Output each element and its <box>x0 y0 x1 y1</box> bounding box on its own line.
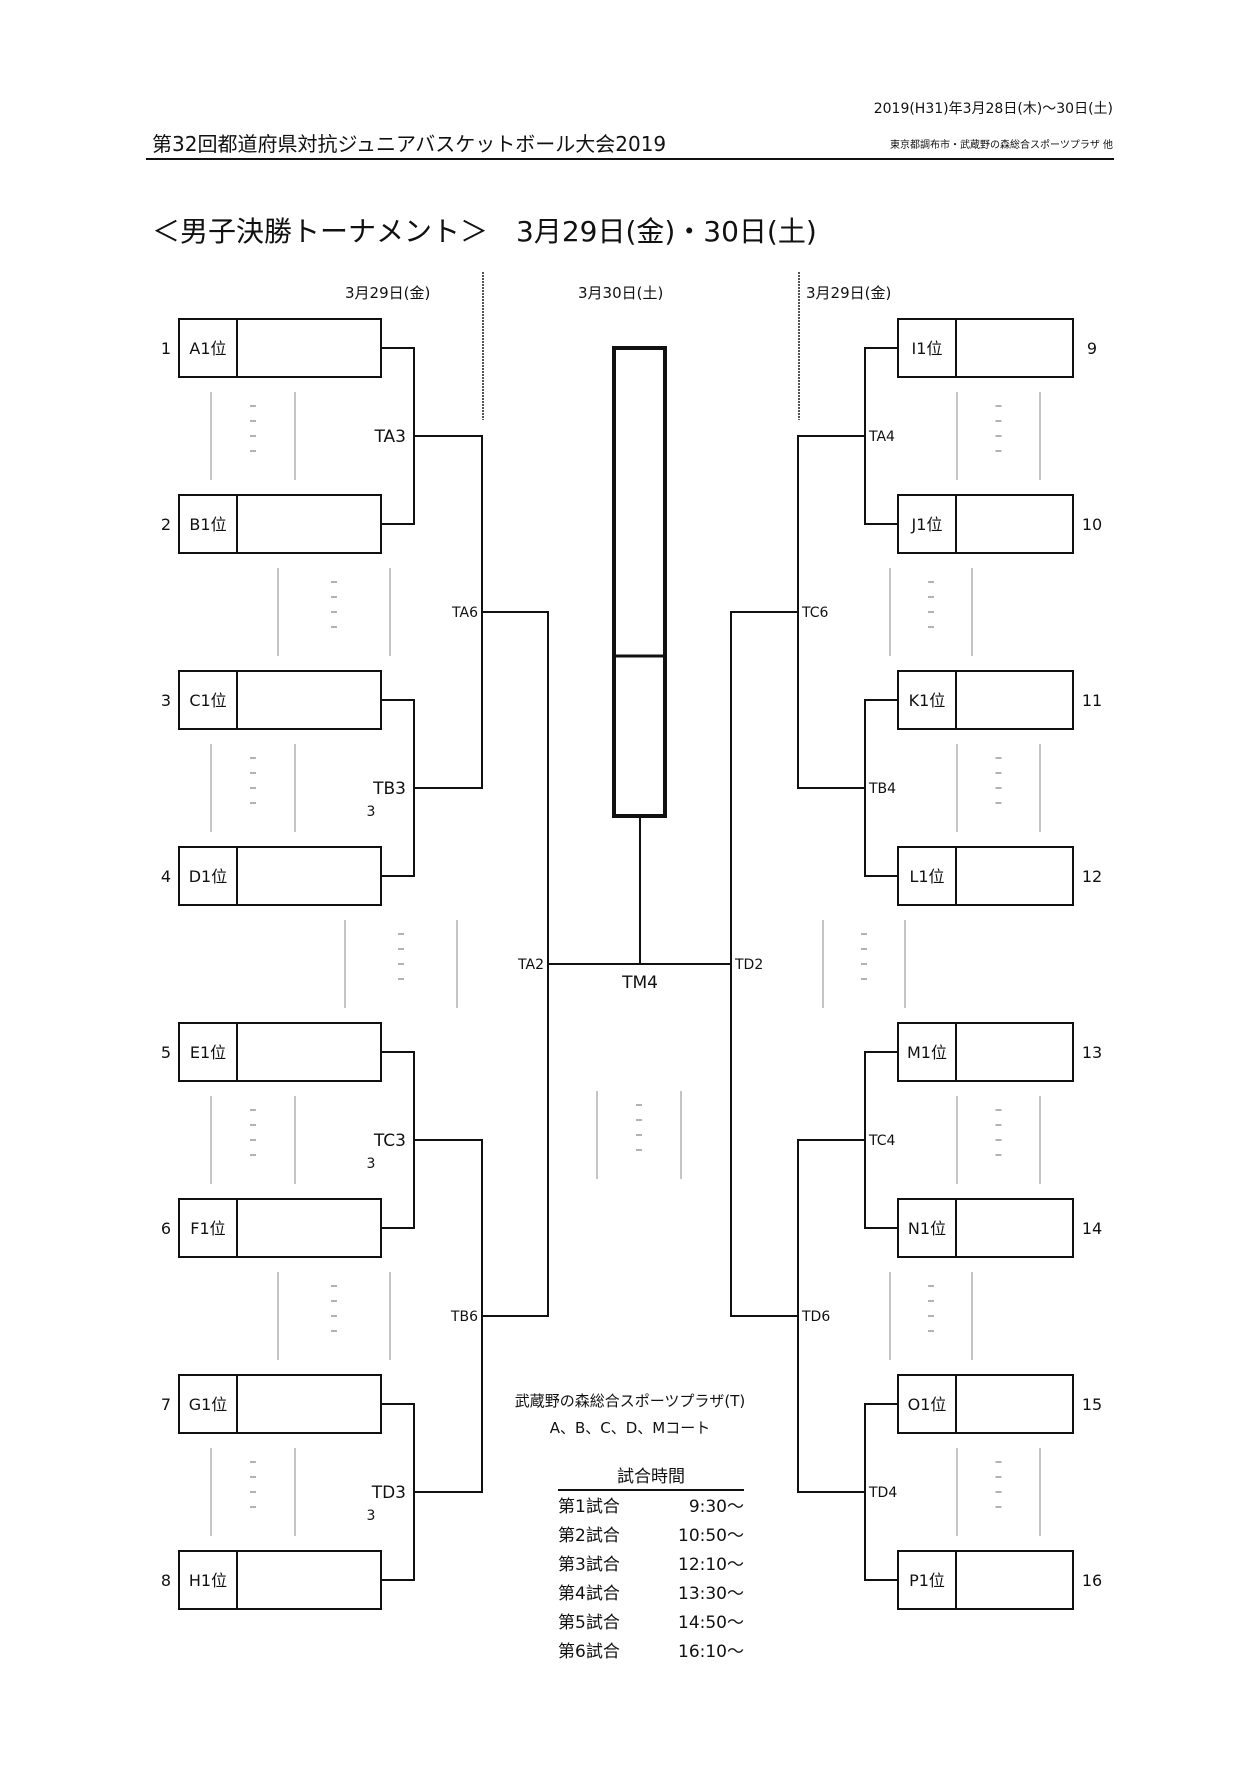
team-box <box>178 1374 382 1434</box>
match-label: TC6 <box>801 605 829 621</box>
team-box <box>178 1198 382 1258</box>
team-box <box>178 1022 382 1082</box>
schedule-row: 第6試合 16:10〜 <box>558 1638 744 1667</box>
schedule-row: 第4試合 13:30〜 <box>558 1580 744 1609</box>
final-match-label: TM4 <box>621 973 658 993</box>
schedule-title: 試合時間 <box>558 1462 744 1491</box>
courts-line: A、B、C、D、Mコート <box>549 1419 711 1437</box>
team-label: N1位 <box>908 1219 946 1238</box>
team-box <box>897 494 1074 554</box>
seed-number: 3 <box>161 691 171 710</box>
schedule-row: 第1試合 9:30〜 <box>558 1493 744 1522</box>
team-label: F1位 <box>190 1219 225 1238</box>
schedule-game: 第5試合 <box>558 1613 620 1633</box>
match-label: TA2 <box>517 957 544 973</box>
team-box <box>897 670 1074 730</box>
champion-box <box>612 346 667 818</box>
match-label: TC4 <box>868 1133 896 1149</box>
seed-number: 11 <box>1082 691 1102 710</box>
team-box <box>897 1550 1074 1610</box>
seed-number: 5 <box>161 1043 171 1062</box>
venue-info: 武蔵野の森総合スポーツプラザ(T) A、B、C、D、Mコート <box>480 1390 780 1438</box>
team-label: G1位 <box>189 1395 228 1414</box>
schedule-row: 第2試合 10:50〜 <box>558 1522 744 1551</box>
schedule-time: 10:50〜 <box>678 1526 744 1546</box>
match-label: TA4 <box>868 429 895 445</box>
team-label: H1位 <box>189 1571 227 1590</box>
seed-number: 14 <box>1082 1219 1102 1238</box>
match-label: TB6 <box>450 1309 478 1325</box>
schedule-time: 16:10〜 <box>678 1642 744 1662</box>
seed-number: 15 <box>1082 1395 1102 1414</box>
team-label: P1位 <box>909 1571 945 1590</box>
seed-number: 9 <box>1087 339 1097 358</box>
event-title: 第32回都道府県対抗ジュニアバスケットボール大会2019 <box>152 132 667 156</box>
team-label: E1位 <box>190 1043 226 1062</box>
match-label: TD6 <box>801 1309 830 1325</box>
team-label: B1位 <box>189 515 226 534</box>
team-box <box>897 846 1074 906</box>
schedule-game: 第3試合 <box>558 1555 620 1575</box>
seed-number: 2 <box>161 515 171 534</box>
match-label: TD4 <box>868 1485 897 1501</box>
match-sublabel: 3 <box>367 804 376 820</box>
schedule-time: 12:10〜 <box>678 1555 744 1575</box>
match-sublabel: 3 <box>367 1156 376 1172</box>
team-box <box>897 1022 1074 1082</box>
match-label: TD2 <box>734 957 763 973</box>
team-label: M1位 <box>907 1043 947 1062</box>
seed-number: 16 <box>1082 1571 1102 1590</box>
seed-number: 7 <box>161 1395 171 1414</box>
schedule-time: 14:50〜 <box>678 1613 744 1633</box>
schedule-game: 第4試合 <box>558 1584 620 1604</box>
seed-number: 4 <box>161 867 171 886</box>
event-date-range: 2019(H31)年3月28日(木)〜30日(土) <box>873 101 1113 117</box>
team-box <box>178 494 382 554</box>
team-label: J1位 <box>911 515 943 534</box>
event-venue: 東京都調布市・武蔵野の森総合スポーツプラザ 他 <box>890 140 1113 151</box>
match-label: TD3 <box>371 1483 406 1503</box>
schedule-time: 13:30〜 <box>678 1584 744 1604</box>
left-column-date: 3月29日(金) <box>345 284 431 302</box>
seed-number: 1 <box>161 339 171 358</box>
schedule-game: 第1試合 <box>558 1497 620 1517</box>
schedule-time: 9:30〜 <box>688 1497 744 1517</box>
match-label: TB4 <box>868 781 896 797</box>
seed-number: 13 <box>1082 1043 1102 1062</box>
team-label: A1位 <box>189 339 226 358</box>
seed-number: 6 <box>161 1219 171 1238</box>
schedule-row: 第3試合 12:10〜 <box>558 1551 744 1580</box>
seed-number: 10 <box>1082 515 1102 534</box>
team-box <box>897 318 1074 378</box>
team-box <box>897 1374 1074 1434</box>
match-label: TC3 <box>373 1131 406 1151</box>
header-divider <box>146 158 1114 160</box>
seed-number: 12 <box>1082 867 1102 886</box>
match-sublabel: 3 <box>367 1508 376 1524</box>
page-title: ＜男子決勝トーナメント＞ 3月29日(金)・30日(土) <box>152 215 817 248</box>
team-label: O1位 <box>908 1395 947 1414</box>
venue-line: 武蔵野の森総合スポーツプラザ(T) <box>514 1392 746 1410</box>
center-column-date: 3月30日(土) <box>578 284 664 302</box>
right-column-date: 3月29日(金) <box>806 284 892 302</box>
team-label: C1位 <box>189 691 226 710</box>
team-label: I1位 <box>912 339 943 358</box>
seed-number: 8 <box>161 1571 171 1590</box>
schedule-game: 第2試合 <box>558 1526 620 1546</box>
match-label: TA3 <box>373 427 406 447</box>
match-label: TA6 <box>451 605 478 621</box>
match-schedule: 試合時間 第1試合 9:30〜第2試合 10:50〜第3試合 12:10〜第4試合 13… <box>558 1462 744 1667</box>
team-box <box>178 318 382 378</box>
team-label: D1位 <box>189 867 228 886</box>
team-label: L1位 <box>909 867 944 886</box>
team-label: K1位 <box>909 691 946 710</box>
schedule-game: 第6試合 <box>558 1642 620 1662</box>
match-label: TB3 <box>372 779 406 799</box>
schedule-row: 第5試合 14:50〜 <box>558 1609 744 1638</box>
